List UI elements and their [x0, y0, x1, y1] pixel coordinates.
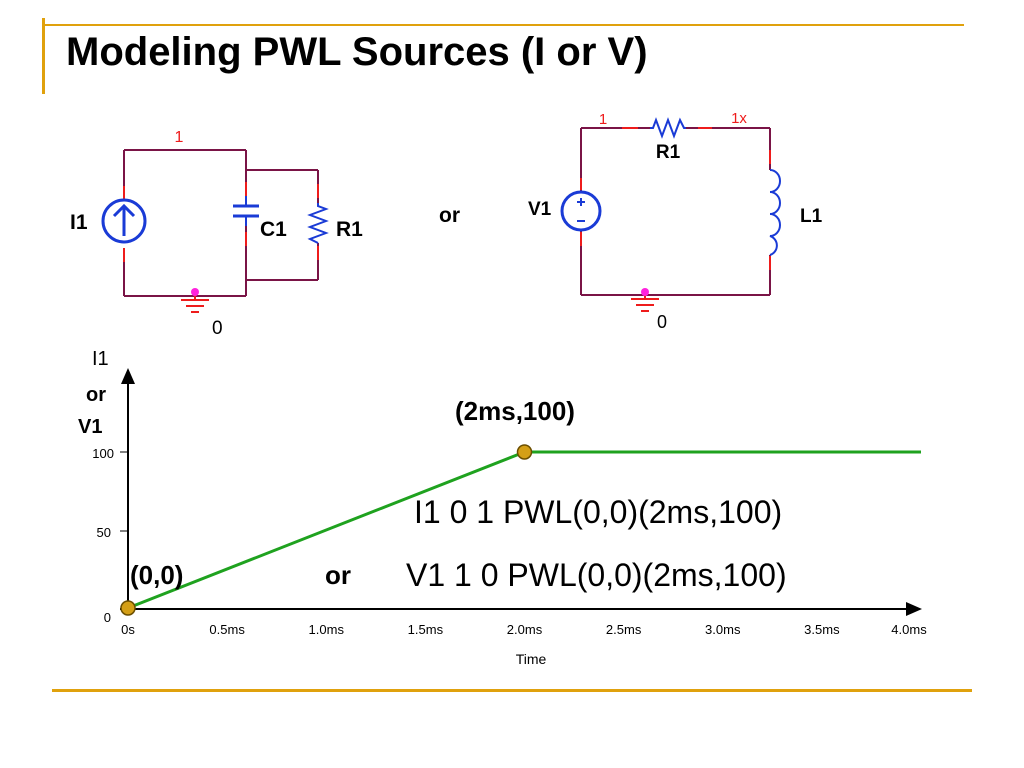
- circuit1-wires: [123, 149, 319, 297]
- x-tick-label: 0s: [121, 622, 135, 637]
- capacitor-label: C1: [260, 218, 287, 241]
- y-axis: [120, 368, 135, 615]
- node-label-1x: 1x: [731, 110, 747, 127]
- point-label-2ms: (2ms,100): [455, 396, 575, 426]
- accent-line-top: [42, 24, 964, 26]
- x-tick-labels: 0s 0.5ms 1.0ms 1.5ms 2.0ms 2.5ms 3.0ms 3.5ms 4.0…: [121, 622, 927, 637]
- circuit1-pins: [123, 182, 319, 262]
- ground-icon: [181, 288, 209, 313]
- resistor-icon: [307, 203, 329, 244]
- point-marker-origin: [120, 600, 136, 616]
- accent-line-bottom: [52, 689, 972, 692]
- x-tick-label: 3.0ms: [705, 622, 741, 637]
- x-axis-label: Time: [516, 651, 547, 667]
- inductor-label: L1: [800, 206, 823, 227]
- source-label: V1: [528, 199, 552, 220]
- current-source-icon: [101, 198, 147, 244]
- y-axis-label-line3: V1: [78, 416, 102, 438]
- slide-title: Modeling PWL Sources (I or V): [66, 30, 648, 74]
- x-tick-label: 0.5ms: [209, 622, 245, 637]
- y-tick-label-100: 100: [92, 446, 114, 461]
- waveform-chart: I1 or V1 100 50 0 0s 0.5ms 1.0ms 1.5ms 2.0ms…: [78, 348, 927, 667]
- resistor-label: R1: [336, 218, 363, 241]
- point-marker-2ms: [516, 444, 533, 460]
- resistor-label: R1: [656, 142, 681, 163]
- accent-bar-vertical: [42, 18, 45, 94]
- circuit2-pins: [580, 127, 771, 270]
- x-axis: [120, 602, 922, 616]
- y-tick-label-0: 0: [104, 610, 111, 625]
- y-axis-label-line2: or: [86, 384, 106, 406]
- x-tick-label: 1.5ms: [408, 622, 444, 637]
- point-label-origin: (0,0): [130, 560, 184, 590]
- x-tick-label: 2.5ms: [606, 622, 642, 637]
- x-tick-label: 1.0ms: [309, 622, 345, 637]
- ground-label: 0: [212, 318, 223, 339]
- circuit-current-source: 1 I1 C1 R1 0: [70, 129, 363, 339]
- voltage-source-statement: V1 1 0 PWL(0,0)(2ms,100): [406, 557, 787, 593]
- ground-icon: [631, 288, 659, 312]
- voltage-source-icon: [560, 190, 602, 232]
- resistor-icon: [650, 117, 686, 139]
- circuit-voltage-source: 1 1x R1 V1 L1 0: [528, 110, 823, 332]
- x-tick-label: 2.0ms: [507, 622, 543, 637]
- current-source-statement: I1 0 1 PWL(0,0)(2ms,100): [414, 494, 783, 530]
- y-tick-label-50: 50: [97, 525, 111, 540]
- source-label: I1: [70, 211, 88, 234]
- capacitor-icon: [233, 196, 259, 226]
- or-label: or: [439, 204, 460, 227]
- x-tick-label: 4.0ms: [891, 622, 927, 637]
- node-label: 1: [599, 111, 607, 128]
- statement-or-label: or: [325, 560, 351, 590]
- node-label: 1: [175, 129, 184, 146]
- x-tick-label: 3.5ms: [804, 622, 840, 637]
- y-axis-label-line1: I1: [92, 348, 109, 370]
- ground-label: 0: [657, 312, 667, 332]
- inductor-icon: [769, 169, 781, 256]
